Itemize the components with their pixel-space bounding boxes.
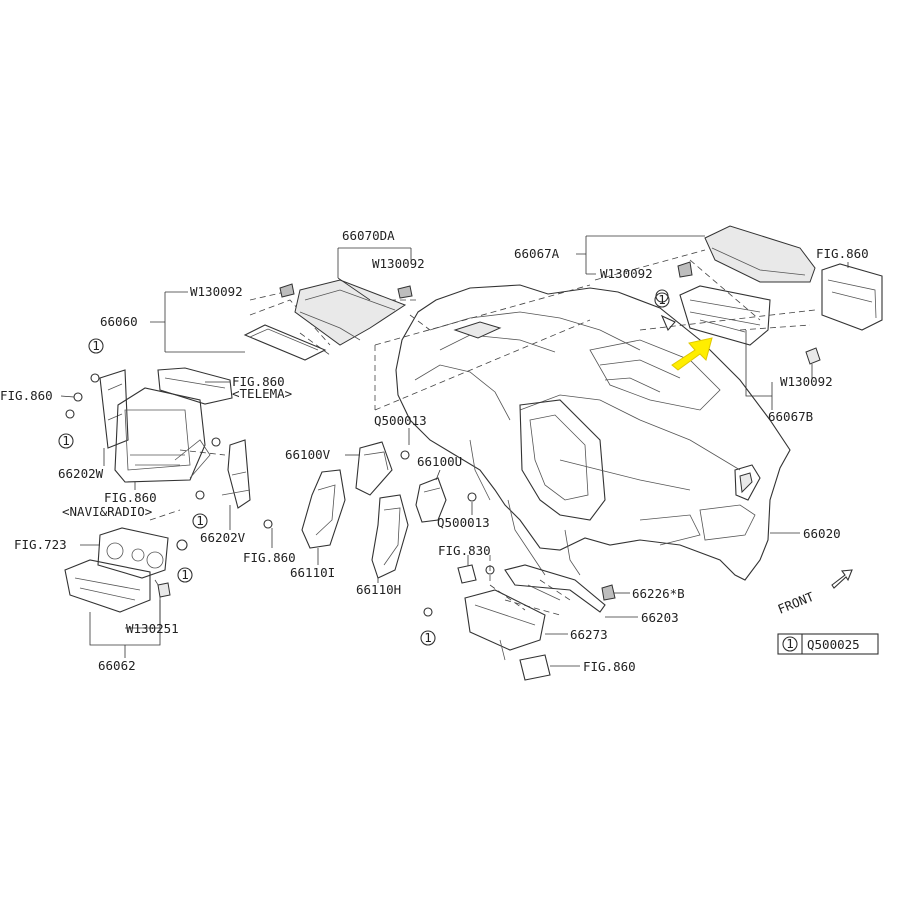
- label-telema: <TELEMA>: [232, 386, 292, 401]
- part-labels: 66070DA W130092 W130092 66060 66067A W13…: [0, 228, 869, 674]
- label-fig860-telema: FIG.860: [232, 374, 285, 389]
- callout-1-d: 1: [177, 567, 193, 583]
- label-66100U: 66100U: [417, 454, 462, 469]
- vent-66110I: [301, 469, 346, 549]
- label-66020: 66020: [803, 526, 841, 541]
- label-66100V: 66100V: [285, 447, 331, 462]
- front-label: FRONT: [776, 589, 817, 617]
- callout-1-c: 1: [192, 513, 208, 529]
- meter-66067B: [679, 285, 771, 346]
- label-66060: 66060: [100, 314, 138, 329]
- label-w130251: W130251: [126, 621, 179, 636]
- label-66067B: 66067B: [768, 409, 813, 424]
- trim-66067A: [704, 225, 816, 283]
- label-66226B: 66226*B: [632, 586, 685, 601]
- bezel-66062: [64, 559, 151, 613]
- callout-1-a: 1: [88, 338, 104, 354]
- dashed-connectors: [149, 249, 816, 616]
- climate-control-fig723: [97, 527, 188, 579]
- highlight-arrow: [671, 337, 713, 371]
- label-q500013-a: Q500013: [374, 413, 427, 428]
- callout-1-b: 1: [58, 433, 74, 449]
- clip-w130092-c: [677, 261, 693, 278]
- switch-fig830: [457, 564, 495, 584]
- label-fig860-navi: FIG.860: [104, 490, 157, 505]
- label-fig860-m: FIG.860: [243, 550, 296, 565]
- instrument-panel-66020: [395, 284, 791, 581]
- callout-1-e: 1: [420, 630, 436, 646]
- trim-66060: [243, 324, 327, 361]
- leader-lines: [60, 235, 849, 667]
- bracket-66203: [504, 564, 606, 613]
- clip-w130092-d: [805, 347, 821, 365]
- callout-digit: 1: [181, 567, 189, 582]
- label-66202W: 66202W: [58, 466, 104, 481]
- label-w130092-b: W130092: [372, 256, 425, 271]
- vent-66100V: [355, 441, 410, 496]
- label-66067A: 66067A: [514, 246, 560, 261]
- label-66203: 66203: [641, 610, 679, 625]
- vent-66100U: [415, 477, 477, 523]
- label-fig723: FIG.723: [14, 537, 67, 552]
- bracket-66202V: [221, 439, 251, 509]
- clip-66226B: [601, 584, 616, 601]
- label-66070DA: 66070DA: [342, 228, 395, 243]
- telema-unit: [157, 367, 233, 405]
- legend-part-code: Q500025: [807, 637, 860, 652]
- label-navi-radio: <NAVI&RADIO>: [62, 504, 152, 519]
- callout-digit: 1: [62, 433, 70, 448]
- callout-digit: 1: [658, 292, 666, 307]
- callout-digit: 1: [196, 513, 204, 528]
- label-66202V: 66202V: [200, 530, 246, 545]
- label-fig860-b: FIG.860: [583, 659, 636, 674]
- callout-digit: 1: [92, 338, 100, 353]
- clip-w130092-a: [279, 283, 295, 298]
- label-w130092-d: W130092: [780, 374, 833, 389]
- unit-fig860-tr: [821, 263, 883, 331]
- clip-w130251: [157, 582, 171, 598]
- front-arrow-icon: [831, 569, 853, 589]
- label-fig860-tr: FIG.860: [816, 246, 869, 261]
- label-w130092-c: W130092: [600, 266, 653, 281]
- label-fig860-l: FIG.860: [0, 388, 53, 403]
- screw-bottom: [423, 607, 433, 617]
- bracket-66273: [464, 589, 546, 661]
- callout-1-f: 1: [654, 292, 670, 308]
- label-66062: 66062: [98, 658, 136, 673]
- label-66110H: 66110H: [356, 582, 401, 597]
- navi-radio-unit: [114, 387, 211, 483]
- vent-66110H: [371, 494, 409, 579]
- label-w130092-a: W130092: [190, 284, 243, 299]
- lid-66070DA: [294, 279, 407, 346]
- clip-w130092-b: [397, 285, 413, 299]
- legend-digit: 1: [786, 636, 794, 651]
- label-q500013-b: Q500013: [437, 515, 490, 530]
- label-66110I: 66110I: [290, 565, 335, 580]
- callout-digit: 1: [424, 630, 432, 645]
- front-indicator: FRONT: [776, 569, 853, 617]
- label-66273: 66273: [570, 627, 608, 642]
- unit-fig860-bottom: [519, 654, 551, 681]
- bracket-66202W: [99, 369, 129, 449]
- label-fig830: FIG.830: [438, 543, 491, 558]
- legend-box: 1 Q500025: [777, 633, 879, 655]
